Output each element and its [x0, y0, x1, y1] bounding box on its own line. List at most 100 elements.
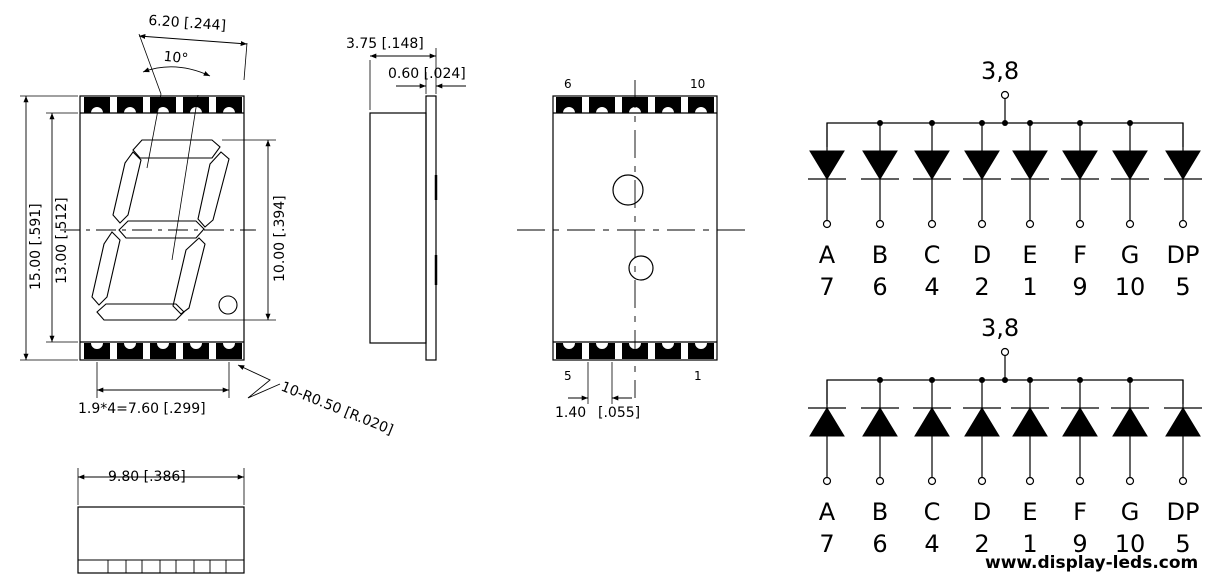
segment-label: E [1022, 241, 1037, 269]
common-pin-label: 3,8 [981, 314, 1019, 342]
junction-dot [1002, 377, 1008, 383]
segment-pin-number: 9 [1072, 530, 1087, 558]
segment-pin-number: 7 [819, 530, 834, 558]
diode-g [1112, 150, 1148, 180]
front-radius-label: 10-R0.50 [R.020] [279, 379, 396, 439]
segment-label: A [819, 241, 836, 269]
front-digit-height-label: 10.00 [.394] [272, 195, 288, 282]
pin-view-hole-top [612, 174, 644, 206]
diode-f [1062, 150, 1098, 180]
front-pitch-label: 1.9*4=7.60 [.299] [78, 401, 206, 417]
segment-label: D [973, 498, 991, 526]
segment-label: D [973, 241, 991, 269]
segment-terminal [1075, 476, 1085, 486]
segment-pin-number: 10 [1115, 530, 1146, 558]
segment-terminal [977, 219, 987, 229]
seven-segment-digit [91, 139, 238, 321]
segment-e [91, 231, 121, 306]
segment-f [112, 151, 142, 224]
circuit-common-cathode: 3,8A 7 B 6 C 4 D 2 E 1 F 9 G 10 DP 5 [808, 314, 1202, 558]
segment-label: F [1073, 241, 1087, 269]
side-view [369, 48, 466, 361]
segment-d [96, 303, 185, 321]
segment-label: A [819, 498, 836, 526]
segment-terminal [875, 476, 885, 486]
segment-pin-number: 1 [1022, 530, 1037, 558]
front-bottom-pads [84, 343, 242, 359]
junction-dot [1002, 120, 1008, 126]
diode-a [809, 407, 845, 437]
side-lead-label: 0.60 [.024] [388, 66, 466, 82]
segment-terminal [977, 476, 987, 486]
segment-label: F [1073, 498, 1087, 526]
segment-terminal [875, 219, 885, 229]
bottom-view [77, 468, 245, 574]
segment-pin-number: 6 [872, 530, 887, 558]
pin-view-hole-bottom [628, 255, 654, 281]
segment-label: C [924, 498, 941, 526]
segment-pin-number: 5 [1175, 530, 1190, 558]
diode-dp [1165, 407, 1201, 437]
segment-pin-number: 9 [1072, 273, 1087, 301]
segment-pin-number: 1 [1022, 273, 1037, 301]
segment-pin-number: 2 [974, 530, 989, 558]
segment-b [197, 151, 230, 228]
side-lead-frame [425, 95, 437, 361]
pad-dim-label-a: 1.40 [555, 405, 586, 421]
diode-d [964, 150, 1000, 180]
diode-e [1012, 407, 1048, 437]
bottom-body [77, 506, 245, 574]
front-top-pads [84, 97, 242, 113]
pad-dim-label-b: [.055] [598, 405, 640, 421]
bottom-width-label: 9.80 [.386] [108, 469, 186, 485]
segment-terminal [927, 476, 937, 486]
pin-view [517, 80, 750, 404]
side-body [369, 112, 427, 344]
segment-label: B [872, 498, 888, 526]
common-terminal [1000, 90, 1010, 100]
segment-pin-number: 4 [924, 273, 939, 301]
segment-terminal [822, 219, 832, 229]
diode-d [964, 407, 1000, 437]
side-depth-label: 3.75 [.148] [346, 36, 424, 52]
segment-label: G [1121, 241, 1140, 269]
segment-pin-number: 5 [1175, 273, 1190, 301]
front-angle-label: 10° [163, 49, 189, 68]
diode-e [1012, 150, 1048, 180]
segment-label: DP [1167, 498, 1200, 526]
segment-terminal [1178, 476, 1188, 486]
segment-terminal [927, 219, 937, 229]
segment-terminal [1025, 219, 1035, 229]
segment-label: E [1022, 498, 1037, 526]
common-pin-label: 3,8 [981, 57, 1019, 85]
segment-terminal [1075, 219, 1085, 229]
diode-c [914, 150, 950, 180]
diode-c [914, 407, 950, 437]
segment-terminal [1125, 219, 1135, 229]
segment-g [118, 220, 205, 239]
front-package-outline [79, 95, 245, 361]
diode-f [1062, 407, 1098, 437]
segment-pin-number: 10 [1115, 273, 1146, 301]
diode-g [1112, 407, 1148, 437]
watermark: www.display-leds.com [985, 553, 1198, 573]
pin-label-5: 5 [564, 369, 572, 383]
diode-a [809, 150, 845, 180]
segment-pin-number: 4 [924, 530, 939, 558]
segment-label: B [872, 241, 888, 269]
front-body-height-label: 13.00 [.512] [54, 197, 70, 284]
decimal-point [218, 295, 238, 315]
pin-view-bottom-pads [556, 343, 714, 359]
segment-terminal [1178, 219, 1188, 229]
segment-label: DP [1167, 241, 1200, 269]
segment-pin-number: 7 [819, 273, 834, 301]
segment-a [132, 139, 221, 159]
pin-label-1: 1 [694, 369, 702, 383]
segment-c [172, 237, 206, 315]
segment-label: G [1121, 498, 1140, 526]
segment-label: C [924, 241, 941, 269]
segment-pin-number: 6 [872, 273, 887, 301]
diode-b [862, 150, 898, 180]
